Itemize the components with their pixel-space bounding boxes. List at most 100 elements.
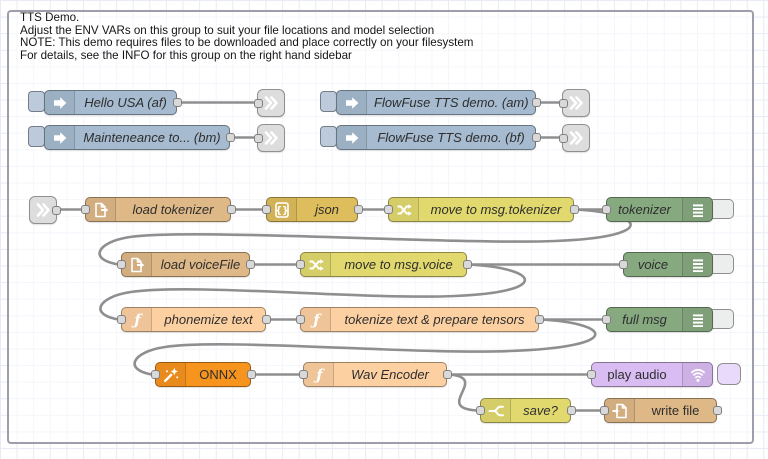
output-port[interactable] (442, 370, 452, 379)
input-port[interactable] (261, 205, 271, 214)
svg-text:ƒ: ƒ (310, 311, 322, 329)
node-label: tokenizer (618, 202, 671, 217)
node-label: write file (651, 403, 700, 418)
input-port[interactable] (558, 98, 568, 108)
input-port[interactable] (383, 205, 393, 214)
input-port[interactable] (80, 205, 90, 214)
node-label: play audio (607, 367, 667, 382)
node-debug-full-msg[interactable]: full msg (601, 307, 734, 332)
switch-icon (481, 399, 511, 422)
input-port[interactable] (116, 260, 126, 269)
node-inject-tts-am[interactable]: FlowFuse TTS demo. (am) (320, 90, 541, 115)
inject-button[interactable] (320, 126, 337, 147)
node-label: load tokenizer (132, 202, 214, 217)
input-port[interactable] (586, 370, 596, 379)
input-port[interactable] (298, 370, 308, 379)
debug-icon (682, 198, 712, 221)
audio-waves-icon (682, 363, 712, 386)
output-port[interactable] (531, 98, 541, 107)
input-port[interactable] (618, 260, 628, 269)
node-play-audio[interactable]: play audio (586, 362, 741, 387)
group-label-line: For details, see the INFO for this group… (20, 48, 352, 62)
group-label: TTS Demo. Adjust the ENV VARs on this gr… (20, 11, 474, 62)
input-port[interactable] (295, 315, 305, 324)
node-link-out[interactable] (253, 124, 285, 152)
node-write-file[interactable]: write file (599, 398, 722, 423)
node-load-tokenizer[interactable]: load tokenizer (80, 197, 236, 222)
node-label: move to msg.tokenizer (430, 202, 562, 217)
node-label: Hello USA (af) (84, 95, 167, 110)
output-port[interactable] (246, 370, 256, 379)
function-icon: ƒ (122, 308, 152, 331)
debug-icon (682, 253, 712, 276)
node-inject-tts-bf[interactable]: FlowFuse TTS demo. (bf) (320, 125, 541, 150)
output-port[interactable] (353, 205, 363, 214)
node-phonemize-text[interactable]: ƒ phonemize text (116, 307, 271, 332)
input-port[interactable] (116, 315, 126, 324)
node-inject-maintenance[interactable]: Mainteneance to... (bm) (28, 125, 235, 150)
node-link-in[interactable] (29, 196, 61, 224)
input-port[interactable] (475, 406, 485, 415)
inject-button[interactable] (28, 91, 45, 112)
wire[interactable] (98, 208, 632, 266)
play-audio-button[interactable] (717, 363, 741, 385)
link-out-icon (569, 131, 583, 145)
wire[interactable] (133, 318, 597, 376)
input-port[interactable] (599, 406, 609, 415)
link-out-icon (264, 131, 278, 145)
input-port[interactable] (253, 133, 263, 143)
node-inject-hello-usa[interactable]: Hello USA (af) (28, 90, 182, 115)
input-port[interactable] (558, 133, 568, 143)
node-label: voice (637, 257, 669, 272)
output-port[interactable] (261, 315, 271, 324)
node-link-out[interactable] (253, 89, 285, 117)
node-link-out[interactable] (558, 124, 590, 152)
shuffle-icon (301, 253, 331, 276)
debug-icon (682, 308, 712, 331)
input-port[interactable] (601, 315, 611, 324)
node-debug-voice[interactable]: voice (618, 252, 734, 277)
group-label-line: Adjust the ENV VARs on this group to sui… (20, 23, 435, 37)
node-save-switch[interactable]: save? (475, 398, 576, 423)
node-link-out[interactable] (558, 89, 590, 117)
input-port[interactable] (601, 205, 611, 214)
output-port[interactable] (462, 260, 472, 269)
wire[interactable] (446, 373, 479, 412)
output-port[interactable] (531, 133, 541, 142)
link-in-icon (36, 203, 50, 217)
inject-button[interactable] (28, 126, 45, 147)
group-label-line: TTS Demo. (20, 11, 80, 24)
node-label: phonemize text (164, 312, 253, 327)
node-debug-tokenizer[interactable]: tokenizer (601, 197, 734, 222)
node-tokenize-text[interactable]: ƒ tokenize text & prepare tensors (295, 307, 544, 332)
node-json[interactable]: {} json (261, 197, 363, 222)
node-onnx[interactable]: ONNX (150, 362, 256, 387)
output-port[interactable] (51, 205, 61, 215)
input-port[interactable] (150, 370, 160, 379)
function-icon: ƒ (301, 308, 331, 331)
link-out-icon (264, 96, 278, 110)
group-label-line: NOTE: This demo requires files to be dow… (20, 36, 474, 49)
wire[interactable] (99, 263, 526, 321)
output-port[interactable] (712, 406, 722, 415)
output-port[interactable] (172, 98, 182, 107)
output-port[interactable] (534, 315, 544, 324)
output-port[interactable] (226, 205, 236, 214)
inject-button[interactable] (320, 91, 337, 112)
node-wav-encoder[interactable]: ƒ Wav Encoder (298, 362, 452, 387)
node-load-voicefile[interactable]: load voiceFile (116, 252, 255, 277)
node-move-to-msg-tokenizer[interactable]: move to msg.tokenizer (383, 197, 579, 222)
output-port[interactable] (245, 260, 255, 269)
input-port[interactable] (295, 260, 305, 269)
output-port[interactable] (566, 406, 576, 415)
output-port[interactable] (569, 205, 579, 214)
shuffle-icon (389, 198, 419, 221)
input-port[interactable] (253, 98, 263, 108)
node-move-to-msg-voice[interactable]: move to msg.voice (295, 252, 472, 277)
svg-text:{}: {} (275, 205, 289, 216)
node-label: json (315, 202, 339, 217)
output-port[interactable] (225, 133, 235, 142)
file-in-icon (86, 198, 116, 221)
